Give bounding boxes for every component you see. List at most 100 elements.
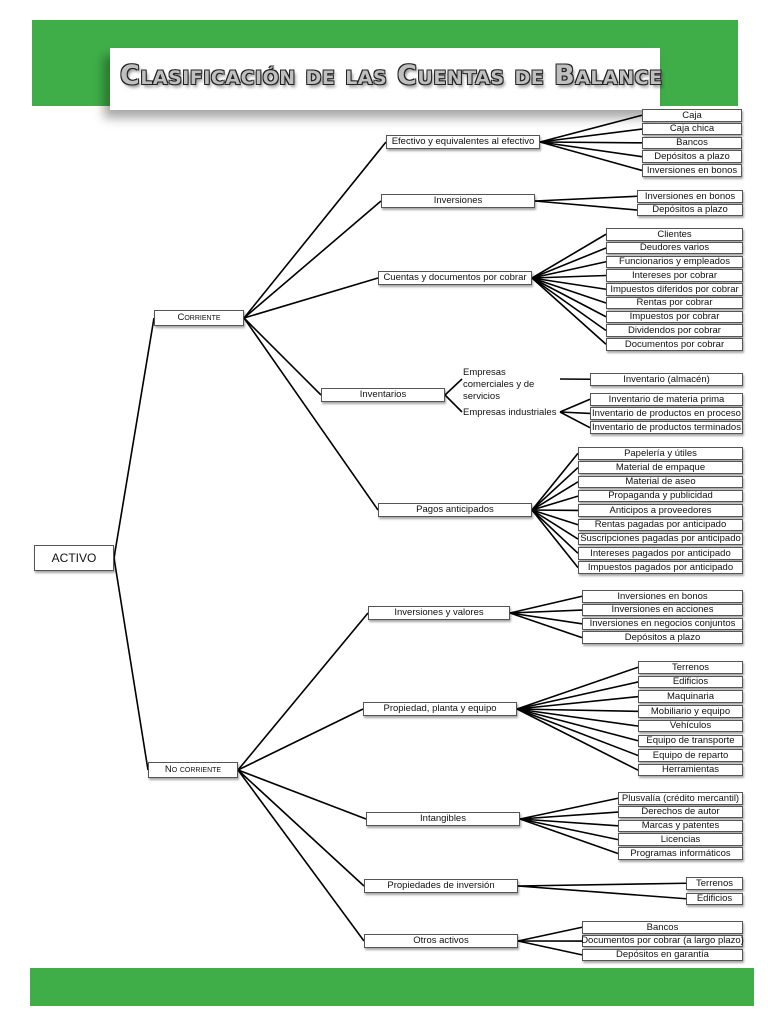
account-item: Documentos por cobrar (a largo plazo) [581,934,744,948]
account-item: Rentas por cobrar [606,296,743,310]
category-node: Cuentas y documentos por cobrar [378,271,532,285]
connector-line [516,708,639,757]
connector-line [531,277,607,345]
account-item: Depósitos a plazo [642,150,742,163]
account-item: Dividendos por cobrar [606,324,743,337]
connector-line [243,317,379,511]
connector-line [531,509,579,554]
account-item: Derechos de autor [618,805,743,819]
title-accent-left [32,48,110,106]
connector-line [516,695,639,710]
connector-line [539,114,643,143]
connector-line [516,681,639,710]
account-item: Terrenos [638,661,743,674]
connector-line [531,277,607,332]
bottom-green-band [30,968,754,1006]
category-node: Propiedades de inversión [364,879,518,893]
connector-line [444,378,463,396]
account-item: Plusvalía (crédito mercantil) [618,792,743,805]
account-item: Depósitos a plazo [582,631,743,644]
connector-line [516,708,639,727]
connector-line [539,141,643,144]
connector-line [243,141,387,319]
connector-line [509,612,583,639]
page-title: Clasificación de las Cuentas de Balance [120,60,663,91]
branch-node: Corriente [154,310,244,326]
account-item: Programas informáticos [618,847,743,860]
connector-line [516,708,639,771]
category-node: Inversiones [381,194,535,208]
category-node: Inventarios [321,388,445,402]
connector-line [509,612,583,625]
connector-line [509,595,583,614]
connector-line [531,260,607,279]
connector-line [517,926,583,942]
connector-line [539,128,643,143]
connector-line [519,797,619,820]
connector-line [519,811,619,820]
account-item: Inventario de productos en proceso [590,407,743,420]
account-item: Funcionarios y empleados [606,255,743,268]
account-item: Impuestos pagados por anticipado [578,561,743,574]
connector-line [531,277,607,291]
connector-line [559,411,591,429]
connector-line [519,818,619,827]
connector-line [539,141,643,172]
account-item: Bancos [582,921,743,934]
account-item: Vehículos [638,719,743,733]
account-item: Suscripciones pagadas por anticipado [578,532,743,546]
account-item: Depósitos a plazo [637,203,743,217]
account-item: Inventario de productos terminados [590,421,743,434]
connector-line [444,394,463,413]
account-item: Depósitos en garantía [582,948,743,962]
account-item: Inversiones en bonos [642,164,742,177]
connector-line [519,818,619,841]
connector-line [517,882,687,887]
connector-line [531,495,579,511]
connector-line [516,708,639,742]
connector-line [517,885,687,900]
connector-line [531,452,579,511]
connector-line [539,141,643,158]
connector-line [531,233,607,279]
account-item: Inversiones en bonos [637,190,743,203]
connector-line [243,317,322,396]
connector-line [531,509,579,526]
connector-line [243,277,379,319]
account-item: Inversiones en bonos [582,590,743,603]
account-item: Rentas pagadas por anticipado [578,518,743,531]
account-item: Inversiones en acciones [582,603,743,617]
account-item: Clientes [606,228,743,241]
connector-line [237,612,369,771]
connector-line [534,195,638,202]
connector-line [237,769,367,820]
account-item: Caja chica [642,122,742,136]
connector-line [517,940,583,956]
account-item: Inventario de materia prima [590,393,743,406]
account-item: Bancos [642,136,742,150]
connector-line [113,317,155,559]
account-item: Licencias [618,833,743,846]
account-item: Edificios [638,675,743,689]
connector-line [531,509,579,540]
connector-line [531,509,579,569]
top-green-band [32,20,738,48]
subgroup-label: Empresas industriales [463,407,557,418]
category-node: Inversiones y valores [368,606,510,620]
account-item: Marcas y patentes [618,819,743,833]
connector-line [509,609,583,614]
connector-line [534,200,638,211]
account-item: Mobiliario y equipo [638,705,743,718]
account-item: Equipo de transporte [638,734,743,747]
account-item: Papelería y útiles [578,447,743,460]
account-item: Impuestos diferidos por cobrar [606,283,743,296]
root-node: ACTIVO [34,545,114,571]
connector-line [113,557,149,771]
connector-line [531,277,607,318]
account-item: Maquinaria [638,690,743,703]
category-node: Efectivo y equivalentes al efectivo [386,135,540,149]
connector-line [237,769,365,942]
account-item: Propaganda y publicidad [578,489,743,503]
connector-line [237,769,365,887]
